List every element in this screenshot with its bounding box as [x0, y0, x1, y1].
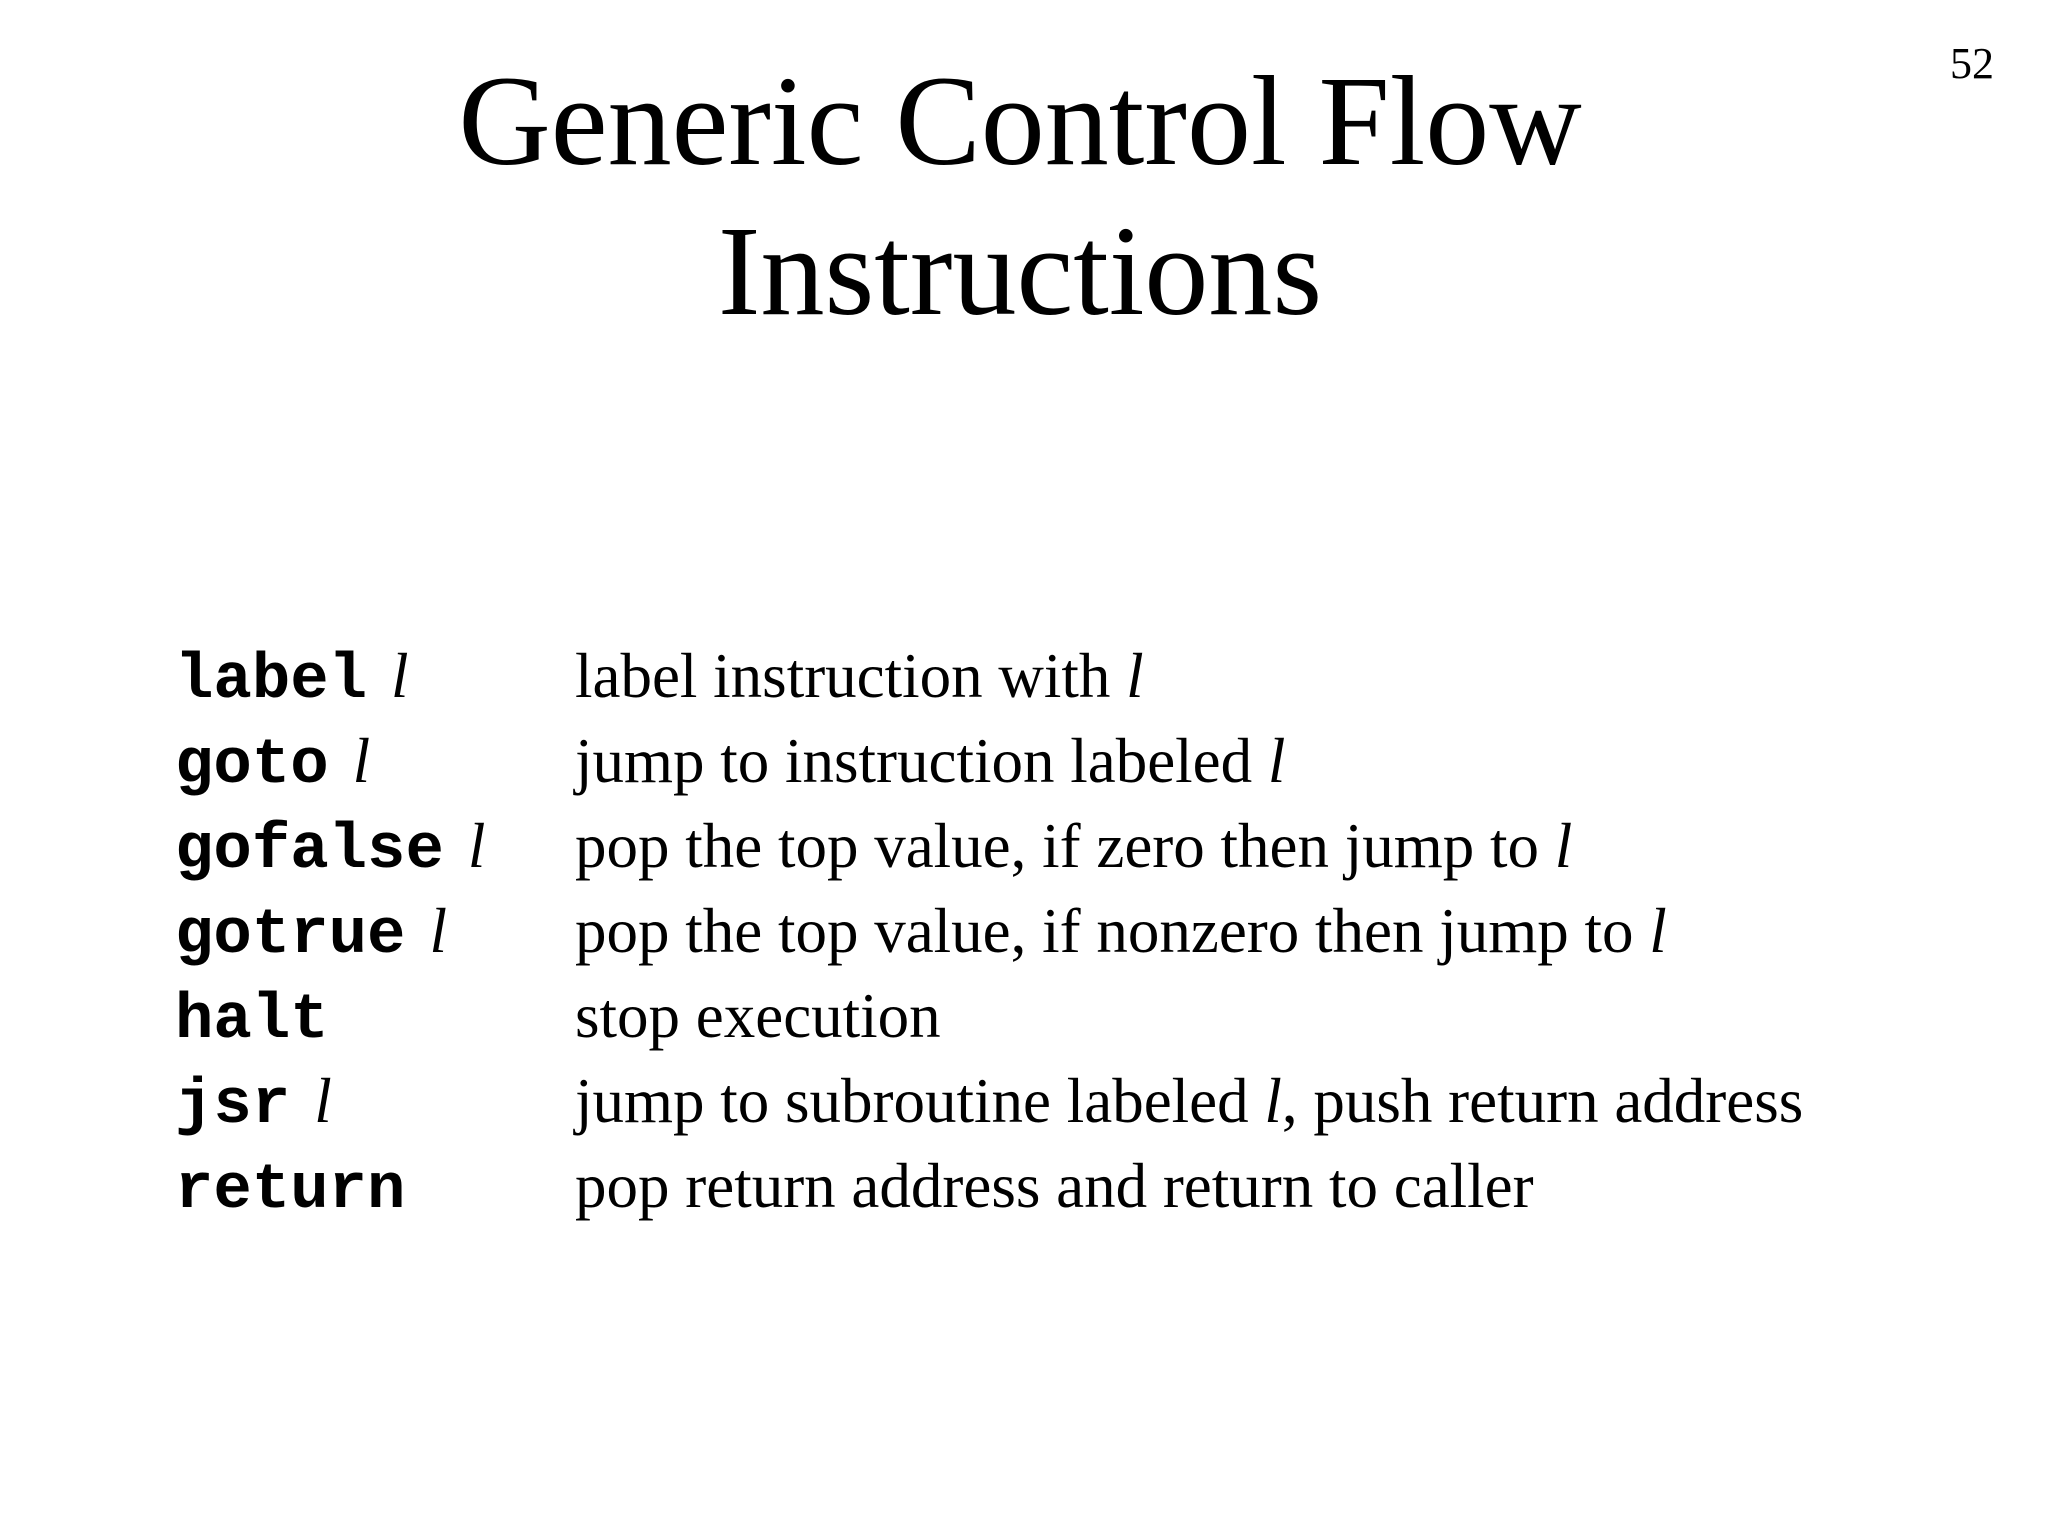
instruction-row: halt stop execution [175, 976, 1995, 1061]
description-text: stop execution [575, 981, 941, 1051]
instruction-description: pop the top value, if zero then jump to … [575, 806, 1572, 886]
description-operand: l [1267, 726, 1286, 796]
description-text: pop the top value, if nonzero then jump … [575, 896, 1650, 966]
instruction-description: pop return address and return to caller [575, 1146, 1534, 1226]
description-operand: l [1126, 641, 1144, 711]
instruction-mnemonic: return [175, 1155, 406, 1227]
instruction-row: return pop return address and return to … [175, 1146, 1995, 1231]
instruction-command: halt [175, 981, 575, 1061]
description-text: jump to instruction labeled [575, 726, 1268, 796]
instruction-operand: l [467, 811, 486, 881]
instruction-description: stop execution [575, 976, 941, 1056]
instruction-description: jump to subroutine labeled l, push retur… [575, 1061, 1803, 1141]
description-text: label instruction with [575, 641, 1127, 711]
slide-title-line-2: Instructions [717, 200, 1323, 342]
instruction-command: return [175, 1151, 575, 1231]
instruction-description: label instruction with l [575, 636, 1144, 716]
instruction-operand: l [352, 726, 371, 796]
description-text: pop the top value, if zero then jump to [575, 811, 1555, 881]
instruction-operand: l [314, 1066, 332, 1136]
description-text: jump to subroutine labeled [575, 1066, 1265, 1136]
instruction-row: gofalse l pop the top value, if zero then… [175, 806, 1995, 891]
slide-title: Generic Control Flow Instructions [0, 46, 2040, 346]
instruction-description: pop the top value, if nonzero then jump … [575, 891, 1667, 971]
instruction-command: gofalse l [175, 806, 575, 891]
instruction-operand: l [391, 641, 409, 711]
instruction-mnemonic: goto [175, 730, 329, 802]
page-number: 52 [1950, 39, 1994, 88]
instruction-mnemonic: gotrue [175, 900, 406, 972]
description-text: pop return address and return to caller [575, 1151, 1534, 1221]
slide-title-line-1: Generic Control Flow [458, 50, 1582, 192]
instruction-mnemonic: jsr [175, 1070, 291, 1142]
instruction-description: jump to instruction labeled l [575, 721, 1285, 801]
instruction-mnemonic: gofalse [175, 815, 444, 887]
description-text-tail: , push return address [1281, 1066, 1804, 1136]
description-operand: l [1649, 896, 1667, 966]
instruction-mnemonic: halt [175, 985, 329, 1057]
description-operand: l [1554, 811, 1573, 881]
instruction-operand: l [429, 896, 447, 966]
description-operand: l [1264, 1066, 1282, 1136]
instruction-mnemonic: label [175, 645, 368, 717]
